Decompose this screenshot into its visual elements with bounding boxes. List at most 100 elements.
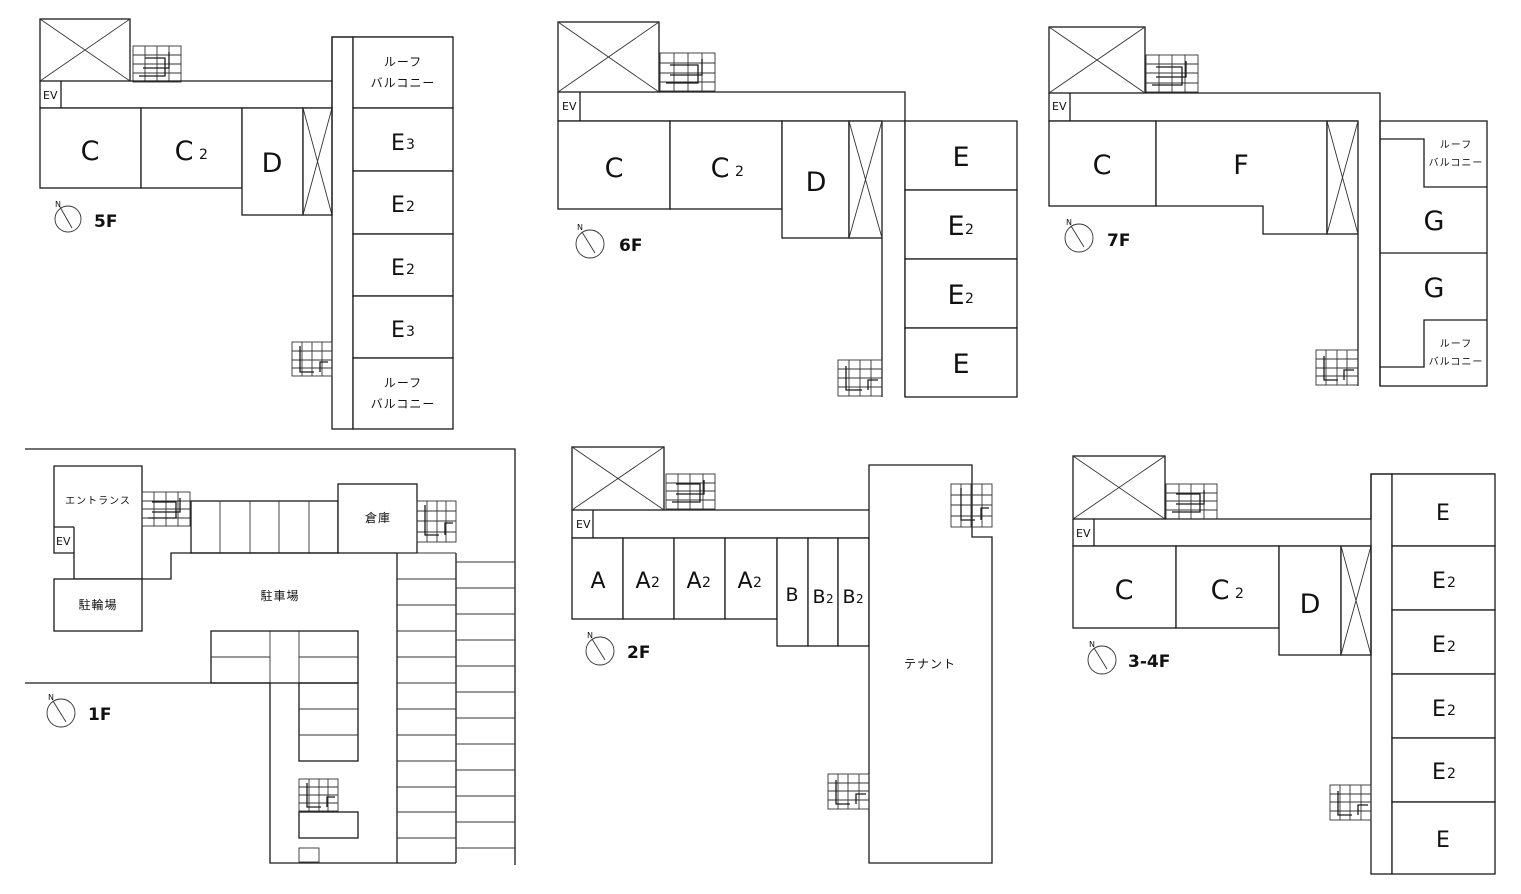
north-label: N: [55, 200, 61, 209]
unit-e3-5f-a: E: [391, 131, 405, 156]
north-label: N: [577, 223, 583, 232]
unit-e-3-4f-b: E: [1436, 828, 1450, 853]
unit-c2-6f: C: [711, 153, 730, 184]
unit-e2-3-4f-c-sub: 2: [1447, 703, 1456, 719]
stair-icon: [1329, 784, 1372, 821]
plan-3-4f: EV C C 2 D E E 2 E 2 E 2 E 2 E: [1072, 455, 1496, 875]
unit-e2-3-4f-d: E: [1432, 760, 1446, 785]
north-compass-icon: N: [1064, 218, 1094, 253]
stair-icon: [1145, 54, 1199, 93]
plan-2f: EV A A 2 A 2 A 2 B B 2 B 2 テナント: [571, 446, 993, 864]
unit-g-7f-a: G: [1424, 206, 1445, 237]
unit-d-3-4f: D: [1300, 589, 1321, 620]
north-compass-icon: N: [575, 223, 605, 259]
unit-e2-5f-b: E: [391, 256, 405, 281]
unit-c2-3-4f: C: [1211, 575, 1230, 606]
floor-label-1f: 1F: [88, 705, 111, 725]
tenant-label-2f: テナント: [904, 657, 956, 671]
unit-c2-5f: C: [175, 136, 194, 167]
unit-a2-2f-c-sub: 2: [753, 575, 762, 591]
unit-b2-2f-b-sub: 2: [856, 592, 864, 606]
floor-label-3-4f: 3-4F: [1128, 652, 1170, 672]
unit-e2-3-4f-b-sub: 2: [1447, 639, 1456, 655]
stair-icon: [1165, 483, 1218, 520]
unit-c-5f: C: [81, 136, 100, 167]
unit-b2-2f-a-sub: 2: [826, 592, 834, 606]
unit-a2-2f-b: A: [686, 569, 701, 594]
unit-a2-2f-c: A: [737, 569, 752, 594]
unit-e3-5f-b: E: [391, 318, 405, 343]
north-label: N: [48, 693, 54, 702]
roof-balcony-7f-bottom-2: バルコニー: [1429, 356, 1484, 368]
ev-label-7f: EV: [1052, 100, 1067, 113]
stair-icon: [659, 52, 716, 92]
north-label: N: [1066, 218, 1072, 227]
floor-label-2f: 2F: [627, 643, 650, 663]
unit-e2-6f-a: E: [947, 211, 964, 242]
unit-a2-2f-a: A: [635, 569, 650, 594]
ev-label-2f: EV: [576, 518, 591, 531]
unit-e2-5f-b-sub: 2: [406, 262, 415, 278]
unit-e-6f-a: E: [952, 142, 969, 173]
plan-6f: EV C C 2 D E E 2 E 2 E N 6F: [557, 21, 1018, 398]
plan-1f: エントランス EV 駐輪場 倉庫 駐車場: [25, 448, 516, 865]
parking-label-1f: 駐車場: [260, 588, 299, 603]
north-compass-icon: N: [54, 200, 82, 233]
roof-balcony-7f-top-1: ルーフ: [1440, 140, 1472, 151]
unit-g-7f-b: G: [1424, 273, 1445, 304]
unit-c-3-4f: C: [1115, 575, 1134, 606]
entrance-label-1f: エントランス: [65, 495, 131, 507]
stair-icon: [141, 491, 191, 527]
unit-a-2f: A: [590, 569, 605, 594]
ev-label-3-4f: EV: [1076, 527, 1091, 540]
storage-label-1f: 倉庫: [365, 510, 391, 525]
roof-balcony-5f-top-2: バルコニー: [371, 76, 436, 90]
stair-icon: [837, 359, 883, 397]
unit-c-6f: C: [605, 153, 624, 184]
ev-label-1f: EV: [56, 535, 71, 548]
stair-icon: [132, 45, 182, 83]
unit-e3-5f-a-sub: 3: [406, 137, 415, 153]
unit-e3-5f-b-sub: 3: [406, 324, 415, 340]
unit-c2-3-4f-sub: 2: [1235, 586, 1244, 602]
roof-balcony-7f-bottom-1: ルーフ: [1440, 339, 1472, 350]
unit-d-5f: D: [262, 148, 283, 179]
unit-e-6f-b: E: [952, 349, 969, 380]
floor-label-7f: 7F: [1107, 231, 1130, 251]
north-label: N: [1089, 640, 1095, 649]
unit-b-2f: B: [785, 584, 798, 606]
unit-d-6f: D: [806, 167, 827, 198]
unit-f-7f: F: [1233, 150, 1249, 181]
stair-icon: [827, 773, 870, 810]
unit-e2-3-4f-a-sub: 2: [1447, 575, 1456, 591]
unit-e-3-4f-a: E: [1436, 501, 1450, 526]
stair-icon: [291, 341, 333, 377]
bike-parking-label-1f: 駐輪場: [78, 597, 117, 612]
unit-e2-3-4f-b: E: [1432, 633, 1446, 658]
roof-balcony-7f-top-2: バルコニー: [1429, 157, 1484, 169]
unit-c-7f: C: [1093, 150, 1112, 181]
plan-7f: EV C F ルーフ バルコニー G G ルーフ バルコニー N 7F: [1048, 26, 1488, 387]
roof-balcony-5f-bottom-2: バルコニー: [371, 397, 436, 411]
north-compass-icon: N: [46, 693, 76, 728]
unit-e2-3-4f-a: E: [1432, 569, 1446, 594]
floor-label-6f: 6F: [619, 236, 642, 256]
roof-balcony-5f-top-1: ルーフ: [384, 55, 422, 69]
unit-e2-6f-a-sub: 2: [965, 222, 974, 238]
unit-e2-3-4f-c: E: [1432, 697, 1446, 722]
stair-icon: [1315, 349, 1359, 386]
ev-label-6f: EV: [562, 100, 577, 113]
unit-e2-5f-a: E: [391, 193, 405, 218]
unit-e2-6f-b-sub: 2: [965, 291, 974, 307]
floor-label-5f: 5F: [94, 212, 117, 232]
north-label: N: [587, 631, 593, 640]
unit-b2-2f-a: B: [812, 586, 825, 608]
north-compass-icon: N: [1087, 640, 1117, 675]
stair-icon: [665, 473, 716, 510]
roof-balcony-5f-bottom-1: ルーフ: [384, 376, 422, 390]
unit-b2-2f-b: B: [842, 586, 855, 608]
unit-a2-2f-a-sub: 2: [651, 575, 660, 591]
stair-icon: [298, 778, 339, 812]
north-compass-icon: N: [585, 631, 615, 666]
